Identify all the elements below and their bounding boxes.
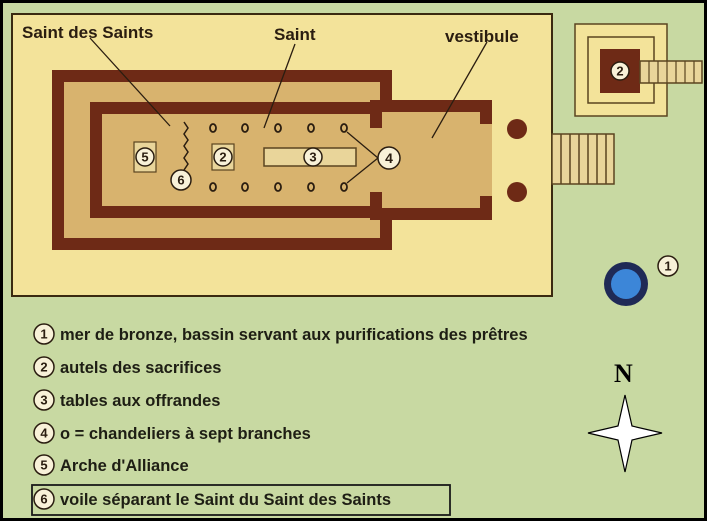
legend-item-boxed: 6 voile séparant le Saint du Saint des S… — [31, 484, 451, 516]
candlestick — [340, 182, 348, 192]
legend-number-circle — [33, 356, 55, 378]
candlestick — [241, 182, 249, 192]
candlestick — [340, 123, 348, 133]
legend-item: 4 o = chandeliers à sept branches — [33, 422, 311, 444]
legend-text: autels des sacrifices — [60, 359, 221, 377]
legend-number: 3 — [40, 393, 47, 408]
legend-number-circle — [33, 389, 55, 411]
legend-text: voile séparant le Saint du Saint des Sai… — [60, 491, 391, 509]
inner-wall — [90, 102, 370, 218]
label-saint: Saint — [274, 25, 316, 44]
legend-number: 1 — [40, 327, 47, 342]
legend: 1 mer de bronze, bassin servant aux puri… — [31, 323, 528, 516]
pillar-south — [507, 182, 527, 202]
legend-text: Arche d'Alliance — [60, 457, 189, 475]
legend-number: 4 — [40, 426, 48, 441]
vestibule-wall-bottom — [370, 192, 382, 220]
legend-number: 5 — [40, 458, 47, 473]
marker-6 — [170, 169, 192, 191]
compass: N — [587, 359, 663, 473]
label-leader-lines — [89, 37, 488, 139]
compass-north-label: N — [614, 359, 633, 388]
marker-2-holy — [213, 147, 233, 167]
candlestick — [209, 123, 217, 133]
candlestick — [307, 182, 315, 192]
legend-number-circle — [33, 323, 55, 345]
marker-2-holy-number: 2 — [219, 150, 226, 165]
legend-item: 2 autels des sacrifices — [33, 356, 221, 378]
legend-number-circle — [33, 422, 55, 444]
marker-5-number: 5 — [141, 150, 148, 165]
candlestick — [241, 123, 249, 133]
legend-number-circle — [33, 488, 55, 510]
label-saint-des-saints: Saint des Saints — [22, 23, 153, 42]
marker-3-number: 3 — [309, 150, 316, 165]
bronze-sea-water — [611, 269, 641, 299]
marker-6-number: 6 — [177, 173, 184, 188]
legend-number-circle — [33, 454, 55, 476]
marker-4 — [377, 146, 401, 170]
pillar-north — [507, 119, 527, 139]
candlesticks-north — [209, 123, 348, 133]
altar-ramp — [639, 60, 703, 84]
marker-5 — [135, 147, 155, 167]
candlestick-pointers — [346, 131, 379, 184]
legend-item: 1 mer de bronze, bassin servant aux puri… — [33, 323, 528, 345]
legend-number: 6 — [40, 492, 47, 507]
compass-star-icon — [587, 394, 663, 473]
candlestick — [274, 123, 282, 133]
marker-2-altar — [610, 61, 630, 81]
marker-3 — [303, 147, 323, 167]
marker-1-number: 1 — [664, 259, 671, 274]
legend-number: 2 — [40, 360, 47, 375]
candlestick — [274, 182, 282, 192]
legend-text: mer de bronze, bassin servant aux purifi… — [60, 326, 528, 344]
candlesticks-south — [209, 182, 348, 192]
legend-item: 5 Arche d'Alliance — [33, 454, 189, 476]
legend-item: 3 tables aux offrandes — [33, 389, 220, 411]
label-vestibule: vestibule — [445, 27, 519, 46]
vestibule-wall-top — [370, 100, 382, 128]
candlestick — [209, 182, 217, 192]
marker-1 — [657, 255, 679, 277]
legend-text: tables aux offrandes — [60, 392, 220, 410]
marker-4-number: 4 — [385, 150, 393, 166]
marker-2-altar-number: 2 — [616, 64, 623, 79]
temple-stairs — [551, 133, 615, 185]
legend-text: o = chandeliers à sept branches — [60, 425, 311, 443]
candlestick — [307, 123, 315, 133]
veil — [183, 121, 189, 171]
legend-highlight-box — [31, 484, 451, 516]
